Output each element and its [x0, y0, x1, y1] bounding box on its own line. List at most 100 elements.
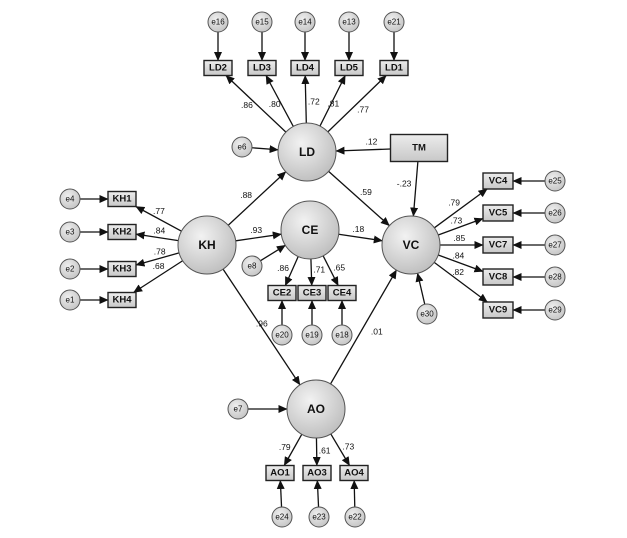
coef-kh-ao: .96	[256, 318, 268, 328]
latent-shape	[280, 200, 340, 260]
arrow-vc-to-vc8	[437, 254, 484, 273]
error-e14: e14	[294, 11, 316, 33]
observed-ce2: CE2	[267, 284, 297, 302]
observed-kh4: KH4	[107, 291, 137, 309]
observed-ao4: AO4	[339, 464, 369, 482]
arrow-kh-to-kh2	[135, 231, 179, 242]
coef-ld-ld2: .86	[241, 100, 253, 110]
arrow-e24-to-ao1	[276, 480, 285, 508]
observed-ce4: CE4	[327, 284, 357, 302]
error-e25: e25	[544, 170, 566, 192]
coef-ld-ld4: .72	[308, 97, 320, 107]
arrow-e6-to-ld	[251, 145, 279, 154]
error-shape	[544, 234, 566, 256]
observed-label: AO1	[270, 468, 290, 479]
arrow-ce-to-ce4	[322, 255, 339, 286]
observed-label: KH1	[112, 194, 132, 205]
coef-ld-ld5: .81	[327, 98, 339, 108]
arrow-kh-to-ao	[222, 268, 301, 386]
error-e23: e23	[308, 506, 330, 528]
latent-shape	[381, 215, 441, 275]
arrow-ce-to-ce2	[284, 256, 299, 286]
latent-ce: CE	[280, 200, 340, 260]
coef-kh-ce: .93	[250, 225, 262, 235]
observed-label: KH2	[112, 227, 131, 238]
coef-kh-kh2: .84	[153, 226, 165, 236]
error-label: e30	[420, 310, 434, 319]
error-e29: e29	[544, 299, 566, 321]
arrow-kh-to-kh4	[133, 260, 184, 294]
error-label: e8	[248, 262, 257, 271]
coef-ao-ao3: .61	[319, 445, 331, 455]
observed-label: CE3	[303, 288, 321, 299]
coef-tm-ld: .12	[366, 137, 378, 147]
arrow-ld-to-ld4	[301, 75, 310, 124]
error-e20: e20	[271, 324, 293, 346]
observed-label: TM	[412, 143, 426, 154]
observed-shape	[482, 236, 514, 254]
observed-vc8: VC8	[482, 268, 514, 286]
coef-ao-ao1: .79	[279, 442, 291, 452]
observed-shape	[107, 190, 137, 208]
error-label: e21	[387, 18, 401, 27]
observed-shape	[482, 301, 514, 319]
error-label: e23	[312, 513, 326, 522]
observed-shape	[379, 59, 409, 77]
error-shape	[227, 398, 249, 420]
observed-vc9: VC9	[482, 301, 514, 319]
latent-shape	[286, 379, 346, 439]
coef-vc-vc8: .84	[452, 250, 464, 260]
latent-shape	[177, 215, 237, 275]
coef-ld-vc: .59	[360, 187, 372, 197]
observed-ce3: CE3	[297, 284, 327, 302]
observed-shape	[302, 464, 332, 482]
error-shape	[294, 11, 316, 33]
observed-label: CE2	[273, 288, 291, 299]
error-label: e19	[305, 331, 319, 340]
latent-ld: LD	[277, 122, 337, 182]
error-shape	[338, 11, 360, 33]
error-e2: e2	[59, 258, 81, 280]
observed-ld5: LD5	[334, 59, 364, 77]
arrow-tm-to-ld	[335, 146, 391, 155]
observed-vc4: VC4	[482, 172, 514, 190]
arrow-ce-to-ce3	[307, 258, 316, 286]
error-e27: e27	[544, 234, 566, 256]
observed-kh3: KH3	[107, 260, 137, 278]
error-e18: e18	[331, 324, 353, 346]
error-e15: e15	[251, 11, 273, 33]
error-e16: e16	[207, 11, 229, 33]
arrow-kh-to-ld	[227, 171, 287, 226]
observed-shape	[107, 291, 137, 309]
arrow-vc-to-vc4	[433, 188, 488, 229]
observed-label: LD1	[385, 63, 404, 74]
latent-vc: VC	[381, 215, 441, 275]
coef-ce-vc: .18	[352, 224, 364, 234]
arrow-e30-to-vc	[415, 272, 426, 305]
arrow-e23-to-ao3	[313, 480, 322, 508]
error-e1: e1	[59, 289, 81, 311]
error-shape	[383, 11, 405, 33]
error-label: e27	[548, 241, 562, 250]
latent-label: KH	[198, 238, 215, 252]
arrow-vc-to-vc5	[437, 217, 484, 236]
observed-shape	[107, 223, 137, 241]
coef-kh-kh1: .77	[153, 206, 165, 216]
error-shape	[544, 299, 566, 321]
arrow-kh-to-kh3	[135, 252, 180, 267]
observed-label: KH3	[112, 264, 131, 275]
arrow-ld-to-ld1	[327, 75, 387, 133]
observed-label: VC9	[489, 305, 507, 316]
path-arrows	[80, 32, 545, 508]
latent-label: CE	[302, 223, 319, 237]
error-label: e18	[335, 331, 349, 340]
observed-vc7: VC7	[482, 236, 514, 254]
error-e26: e26	[544, 202, 566, 224]
observed-tm: TM	[389, 133, 449, 163]
observed-shape	[107, 260, 137, 278]
error-label: e3	[66, 228, 75, 237]
observed-shape	[290, 59, 320, 77]
latent-kh: KH	[177, 215, 237, 275]
error-shape	[207, 11, 229, 33]
coef-ao-ao4: .73	[342, 442, 354, 452]
